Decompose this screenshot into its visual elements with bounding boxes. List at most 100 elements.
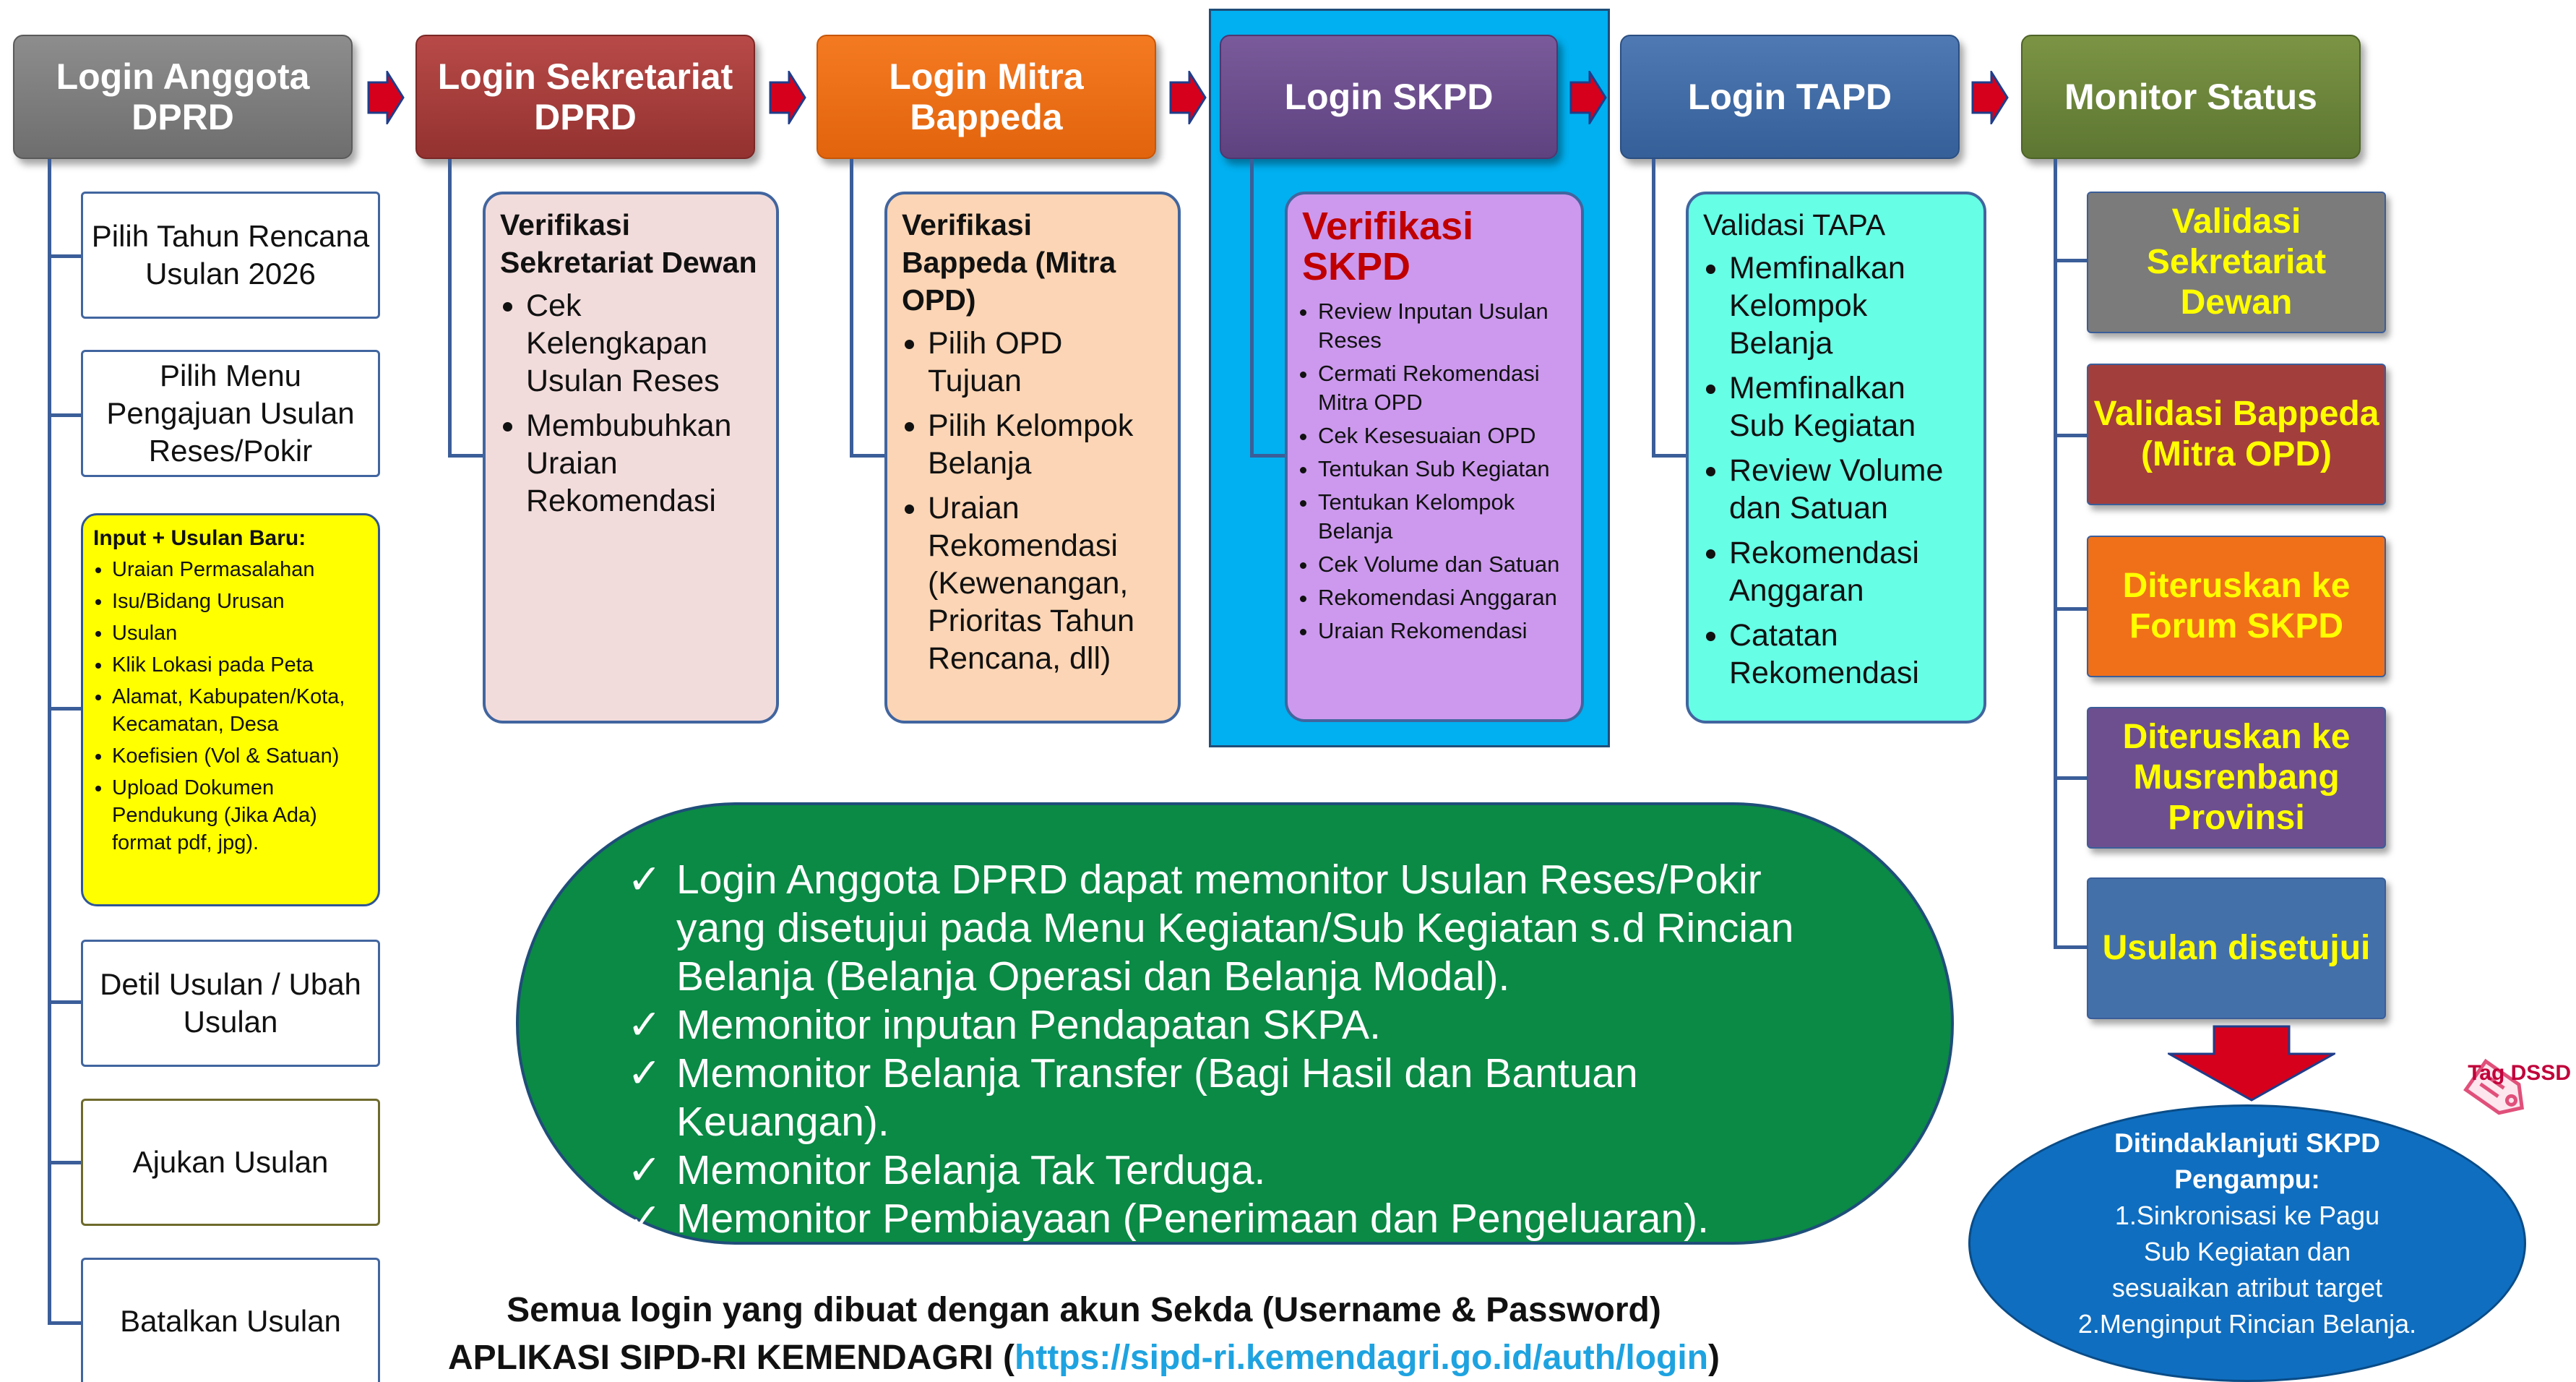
validasi-tapa-box: Validasi TAPA Memfinalkan Kelompok Belan…: [1686, 192, 1986, 724]
connector-line: [850, 454, 887, 458]
connector-line: [48, 707, 82, 711]
check-icon: ✓: [627, 1050, 662, 1097]
status-validasi-bappeda: Validasi Bappeda (Mitra OPD): [2087, 364, 2386, 505]
monitor-item: ✓Login Anggota DPRD dapat memonitor Usul…: [627, 856, 1794, 1000]
list-item: Cek Volume dan Satuan: [1318, 550, 1567, 579]
connector-line: [2054, 776, 2088, 780]
status-musrenbang-provinsi: Diteruskan ke Musrenbang Provinsi: [2087, 707, 2386, 849]
step-batalkan-usulan: Batalkan Usulan: [81, 1258, 380, 1382]
list-item: Uraian Permasalahan: [112, 556, 368, 583]
connector-line: [48, 1000, 82, 1004]
list-item: Membubuhkan Uraian Rekomendasi: [526, 407, 762, 520]
monitor-item: ✓Memonitor Belanja Tak Terduga.: [627, 1146, 1266, 1194]
list-item: Cek Kelengkapan Usulan Reses: [526, 287, 762, 400]
connector-line: [1250, 159, 1254, 457]
connector-line: [1652, 454, 1689, 458]
footer-line-1: Semua login yang dibuat dengan akun Sekd…: [507, 1291, 1661, 1329]
connector-line: [48, 1161, 82, 1164]
list-item: Usulan: [112, 619, 368, 647]
step-pilih-menu: Pilih Menu Pengajuan Usulan Reses/Pokir: [81, 350, 380, 477]
sipd-login-link[interactable]: https://sipd-ri.kemendagri.go.id/auth/lo…: [1015, 1339, 1709, 1377]
list-item: Uraian Rekomendasi: [1318, 617, 1567, 645]
header-mitra-bappeda: Login Mitra Bappeda: [817, 35, 1156, 159]
connector-line: [2054, 434, 2088, 437]
check-icon: ✓: [627, 856, 662, 904]
footer-line-2: APLIKASI SIPD-RI KEMENDAGRI (https://sip…: [447, 1339, 1720, 1377]
flow-arrow-icon: [769, 71, 806, 124]
list-item: Cermati Rekomendasi Mitra OPD: [1318, 359, 1567, 417]
flow-arrow-icon: [367, 71, 405, 124]
step-pilih-tahun: Pilih Tahun Rencana Usulan 2026: [81, 192, 380, 319]
list-item: Rekomendasi Anggaran: [1729, 534, 1969, 609]
followup-ellipse: Ditindaklanjuti SKPD Pengampu: 1.Sinkron…: [1968, 1104, 2526, 1382]
list-item: Uraian Rekomendasi (Kewenangan, Priorita…: [928, 489, 1163, 677]
list-item: Catatan Rekomendasi: [1729, 617, 1969, 692]
step-ajukan-usulan: Ajukan Usulan: [81, 1099, 380, 1226]
flow-arrow-icon: [1569, 71, 1607, 124]
step-detil-ubah-usulan: Detil Usulan / Ubah Usulan: [81, 940, 380, 1067]
connector-line: [448, 159, 452, 457]
monitor-info-panel: ✓Login Anggota DPRD dapat memonitor Usul…: [516, 802, 1954, 1245]
list-item: Koefisien (Vol & Satuan): [112, 742, 368, 770]
status-validasi-sekretariat: Validasi Sekretariat Dewan: [2087, 192, 2386, 333]
followup-title: Ditindaklanjuti SKPD Pengampu:: [2114, 1128, 2380, 1194]
input-usulan-list: Uraian Permasalahan Isu/Bidang Urusan Us…: [93, 556, 368, 857]
verifikasi-bappeda-box: Verifikasi Bappeda (Mitra OPD) Pilih OPD…: [884, 192, 1181, 724]
verifikasi-bappeda-list: Pilih OPD Tujuan Pilih Kelompok Belanja …: [902, 325, 1163, 677]
followup-line-1: 1.Sinkronisasi ke Pagu Sub Kegiatan dan …: [2111, 1201, 2383, 1302]
connector-line: [48, 1321, 82, 1325]
list-item: Pilih Kelompok Belanja: [928, 407, 1163, 482]
verifikasi-sekretariat-title: Verifikasi Sekretariat Dewan: [500, 208, 757, 279]
connector-line: [1250, 454, 1288, 458]
input-usulan-title: Input + Usulan Baru:: [93, 526, 306, 550]
header-tapd: Login TAPD: [1620, 35, 1960, 159]
verifikasi-sekretariat-box: Verifikasi Sekretariat Dewan Cek Kelengk…: [483, 192, 779, 724]
tag-label: Tag DSSD: [2468, 1061, 2571, 1085]
connector-line: [448, 454, 486, 458]
check-icon: ✓: [627, 1001, 662, 1049]
list-item: Pilih OPD Tujuan: [928, 325, 1163, 400]
footer-note: Semua login yang dibuat dengan akun Sekd…: [434, 1287, 1734, 1382]
list-item: Memfinalkan Kelompok Belanja: [1729, 249, 1969, 362]
header-monitor-status: Monitor Status: [2021, 35, 2361, 159]
list-item: Isu/Bidang Urusan: [112, 588, 368, 615]
monitor-item: ✓Memonitor inputan Pendapatan SKPA.: [627, 1001, 1381, 1049]
list-item: Upload Dokumen Pendukung (Jika Ada) form…: [112, 774, 368, 857]
list-item: Alamat, Kabupaten/Kota, Kecamatan, Desa: [112, 683, 368, 738]
list-item: Tentukan Kelompok Belanja: [1318, 488, 1567, 546]
validasi-tapa-title: Validasi TAPA: [1703, 208, 1886, 241]
status-usulan-disetujui: Usulan disetujui: [2087, 877, 2386, 1019]
list-item: Cek Kesesuaian OPD: [1318, 421, 1567, 450]
header-anggota-dprd: Login Anggota DPRD: [13, 35, 353, 159]
connector-line: [2054, 259, 2088, 262]
connector-line: [48, 159, 51, 1324]
connector-line: [48, 254, 82, 258]
followup-line-2: 2.Menginput Rincian Belanja.: [2077, 1309, 2417, 1339]
header-sekretariat-dprd: Login Sekretariat DPRD: [415, 35, 755, 159]
header-skpd: Login SKPD: [1220, 35, 1558, 159]
connector-line: [48, 413, 82, 417]
verifikasi-sekretariat-list: Cek Kelengkapan Usulan Reses Membubuhkan…: [500, 287, 762, 520]
verifikasi-skpd-title: Verifikasi SKPD: [1302, 205, 1474, 288]
connector-line: [2054, 159, 2057, 948]
flow-arrow-icon: [1169, 71, 1207, 124]
verifikasi-bappeda-title: Verifikasi Bappeda (Mitra OPD): [902, 208, 1116, 317]
list-item: Review Inputan Usulan Reses: [1318, 297, 1567, 355]
list-item: Klik Lokasi pada Peta: [112, 651, 368, 679]
verifikasi-skpd-box: Verifikasi SKPD Review Inputan Usulan Re…: [1285, 192, 1584, 722]
connector-line: [2054, 945, 2088, 949]
list-item: Review Volume dan Satuan: [1729, 452, 1969, 527]
list-item: Rekomendasi Anggaran: [1318, 583, 1567, 612]
list-item: Memfinalkan Sub Kegiatan: [1729, 369, 1969, 445]
monitor-item: ✓Memonitor Belanja Transfer (Bagi Hasil …: [627, 1050, 1638, 1145]
check-icon: ✓: [627, 1195, 662, 1242]
connector-line: [2054, 607, 2088, 611]
tag-icon: [2463, 1058, 2525, 1115]
flow-arrow-icon: [1971, 71, 2009, 124]
check-icon: ✓: [627, 1146, 662, 1194]
down-arrow-icon: [2168, 1025, 2335, 1102]
verifikasi-skpd-list: Review Inputan Usulan Reses Cermati Reko…: [1302, 297, 1567, 645]
status-forum-skpd: Diteruskan ke Forum SKPD: [2087, 536, 2386, 677]
validasi-tapa-list: Memfinalkan Kelompok Belanja Memfinalkan…: [1703, 249, 1969, 692]
connector-line: [850, 159, 853, 457]
